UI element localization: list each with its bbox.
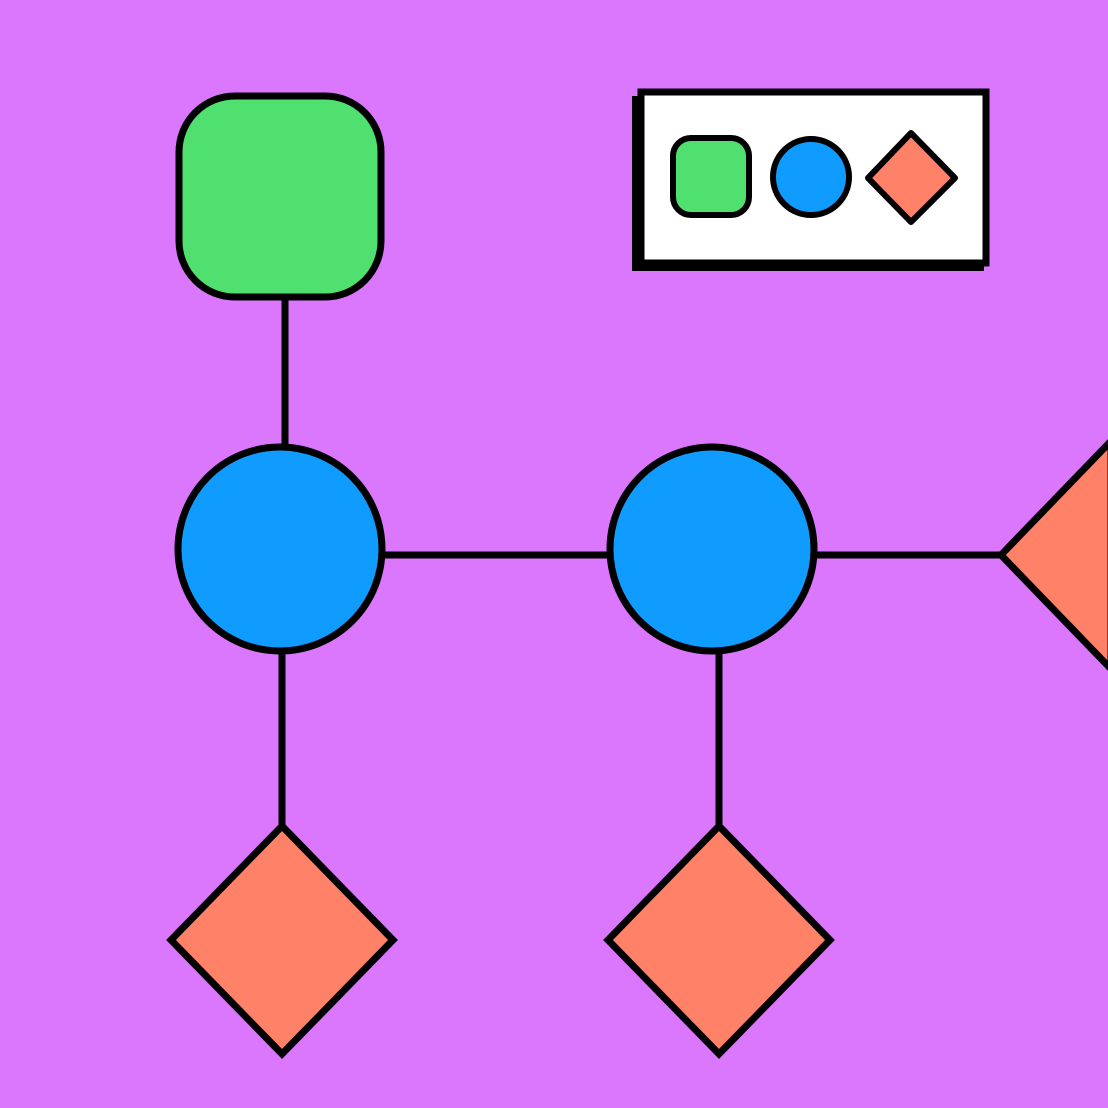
nodes [166,92,1108,1060]
edges [278,298,1001,826]
node-diamond-bottom-middle [603,820,835,1060]
node-circle-left [174,443,386,655]
node-circle-middle [606,443,818,655]
circle-icon [770,136,852,218]
node-diamond-right [996,439,1108,671]
node-diamond-bottom-left [166,820,398,1060]
node-rounded-square [175,92,385,301]
legend [632,88,990,271]
diamond-icon [865,130,958,225]
rounded-square-icon [670,135,752,218]
